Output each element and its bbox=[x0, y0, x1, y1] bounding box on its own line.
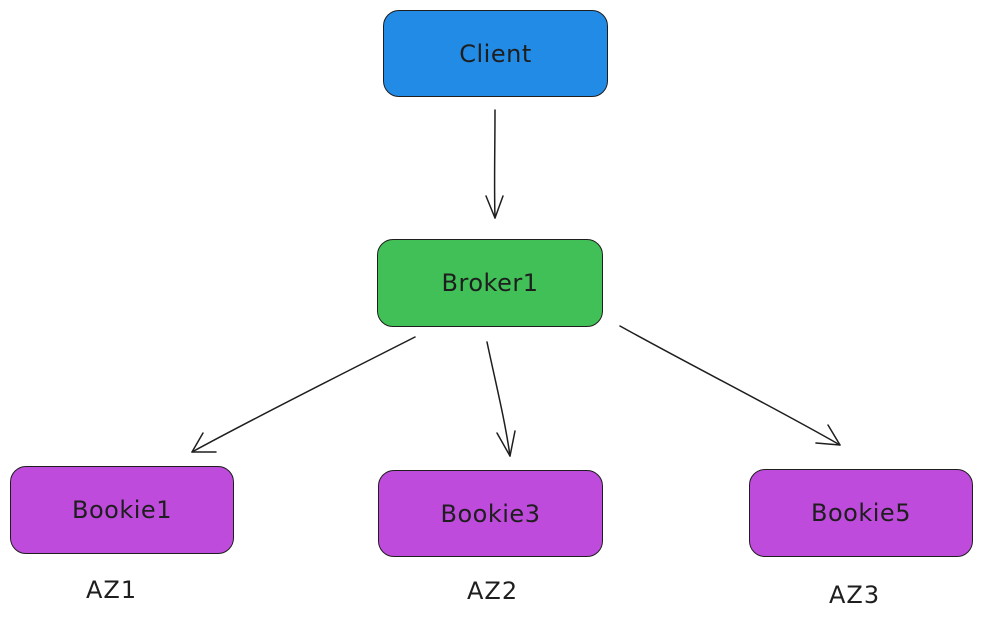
bookie5-label: Bookie5 bbox=[811, 499, 911, 527]
arrow-client-to-broker bbox=[485, 109, 504, 219]
client-label: Client bbox=[459, 39, 532, 68]
bookie1-node: Bookie1 bbox=[10, 466, 234, 554]
bookie3-node: Bookie3 bbox=[378, 470, 603, 557]
zone-label-az2: AZ2 bbox=[467, 577, 519, 605]
arrow-broker-to-bookie3 bbox=[486, 341, 516, 457]
zone-label-az3: AZ3 bbox=[829, 581, 881, 609]
arrow-broker-to-bookie1 bbox=[191, 336, 416, 453]
broker-node: Broker1 bbox=[377, 239, 603, 327]
broker-label: Broker1 bbox=[441, 269, 539, 297]
bookie5-node: Bookie5 bbox=[749, 469, 973, 557]
zone-label-az1: AZ1 bbox=[86, 576, 138, 604]
arrow-broker-to-bookie5 bbox=[619, 325, 841, 446]
bookie1-label: Bookie1 bbox=[72, 496, 172, 524]
client-node: Client bbox=[383, 10, 608, 97]
bookie3-label: Bookie3 bbox=[440, 499, 541, 528]
